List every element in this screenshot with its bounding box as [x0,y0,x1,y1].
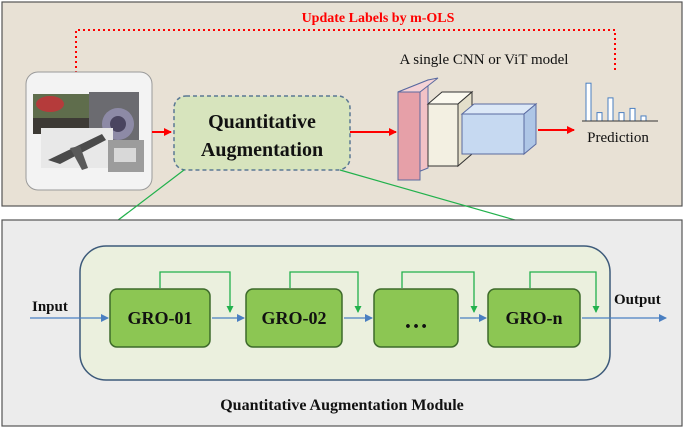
module-title: Quantitative Augmentation Module [220,397,464,414]
qa-line2: Augmentation [201,139,323,161]
skip-connection-2 [289,271,362,313]
quantitative-augmentation-box[interactable]: Quantitative Augmentation [173,95,351,171]
gro-block-02[interactable]: GRO-02 [245,288,343,348]
cnn-vit-model-icon [397,77,538,181]
model-label: A single CNN or ViT model [400,52,569,68]
prediction-bar [585,82,592,122]
gro-block-n-label: GRO-n [505,308,562,328]
skip-connection-4 [529,271,600,313]
update-labels-text: Update Labels by m-OLS [302,11,455,26]
prediction-bar [640,115,647,122]
gro-block-01[interactable]: GRO-01 [109,288,211,348]
gro-block-n[interactable]: GRO-n [487,288,581,348]
prediction-bar [629,107,636,122]
output-label: Output [614,292,661,308]
update-labels-path [72,29,616,81]
prediction-bar [618,112,625,122]
prediction-bar [607,97,614,122]
skip-connection-3 [401,271,478,313]
gro-block-ellipsis-label: … [404,308,428,334]
gro-block-01-label: GRO-01 [128,308,193,328]
prediction-bar [596,112,603,122]
skip-connection-1 [159,271,234,313]
input-image-collage [25,71,153,191]
gro-block-02-label: GRO-02 [262,308,327,328]
qa-line1: Quantitative [208,111,316,133]
input-label: Input [32,299,68,315]
gro-block-ellipsis[interactable]: … [373,288,459,348]
prediction-label: Prediction [587,130,649,146]
module-container [79,245,611,381]
